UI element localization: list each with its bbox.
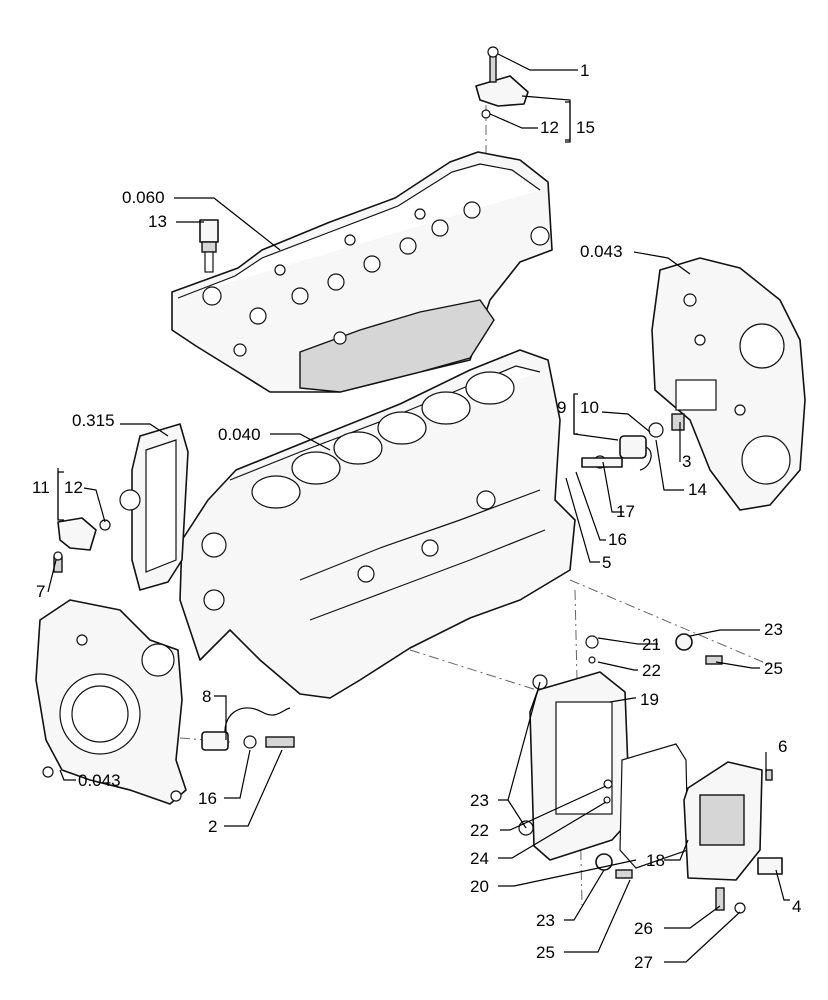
callout-23-middle: 23 <box>470 791 489 810</box>
cylinder-head <box>171 151 553 393</box>
callout-0-060: 0.060 <box>122 188 165 207</box>
callout-13: 13 <box>148 212 167 231</box>
timing-cover-right <box>651 257 806 511</box>
callout-0-315: 0.315 <box>72 411 115 430</box>
callout-19: 19 <box>640 690 659 709</box>
callout-12: 12 <box>540 118 559 137</box>
spacers-and-screws <box>595 633 723 879</box>
callout-8: 8 <box>202 687 211 706</box>
timing-cover-left <box>35 599 187 805</box>
callout-2: 2 <box>208 817 217 836</box>
ecu-module <box>683 761 783 914</box>
callout-0-043-right: 0.043 <box>580 242 623 261</box>
callout-24: 24 <box>470 849 489 868</box>
callout-22-top: 22 <box>642 661 661 680</box>
callout-0-040: 0.040 <box>218 425 261 444</box>
callout-23-top: 23 <box>764 620 783 639</box>
callout-3: 3 <box>682 452 691 471</box>
callout-0-043-left: 0.043 <box>78 771 121 790</box>
phase-sensor <box>201 707 295 751</box>
callout-17: 17 <box>616 502 635 521</box>
callout-15: 15 <box>576 118 595 137</box>
temperature-sensor <box>199 219 219 273</box>
callout-22-bottom: 22 <box>470 821 489 840</box>
callout-1: 1 <box>580 61 589 80</box>
group-brackets <box>57 101 578 521</box>
side-cover <box>119 423 189 591</box>
pressure-sensor-top <box>475 46 529 119</box>
callout-6: 6 <box>778 737 787 756</box>
callout-12-left: 12 <box>64 478 83 497</box>
callout-25-bottom: 25 <box>536 943 555 962</box>
callout-18: 18 <box>646 851 665 870</box>
cylinder-block <box>179 349 576 699</box>
callout-27: 27 <box>634 953 653 972</box>
callout-16: 16 <box>608 530 627 549</box>
callout-11: 11 <box>32 478 50 497</box>
callout-25-top: 25 <box>764 659 783 678</box>
callout-14: 14 <box>688 480 707 499</box>
callout-9: 9 <box>557 398 566 417</box>
callout-26: 26 <box>634 919 653 938</box>
callout-23-bottom: 23 <box>536 911 555 930</box>
leader-lines <box>47 53 790 963</box>
callout-7: 7 <box>36 582 45 601</box>
ecu-mounting-plate <box>518 635 631 861</box>
camshaft-sensor <box>53 517 111 573</box>
callout-20: 20 <box>470 877 489 896</box>
callout-21: 21 <box>642 635 661 654</box>
speed-sensor-assembly <box>581 413 685 471</box>
head-bores <box>202 201 550 357</box>
callout-10: 10 <box>580 398 599 417</box>
callout-4: 4 <box>792 897 801 916</box>
callout-5: 5 <box>602 553 611 572</box>
ecu-gasket <box>619 743 689 869</box>
cylinder-bores <box>251 371 515 509</box>
callout-16-bottom: 16 <box>198 789 217 808</box>
callout-labels: 1 12 15 0.060 13 0.043 9 10 3 14 0.315 0… <box>32 61 801 972</box>
